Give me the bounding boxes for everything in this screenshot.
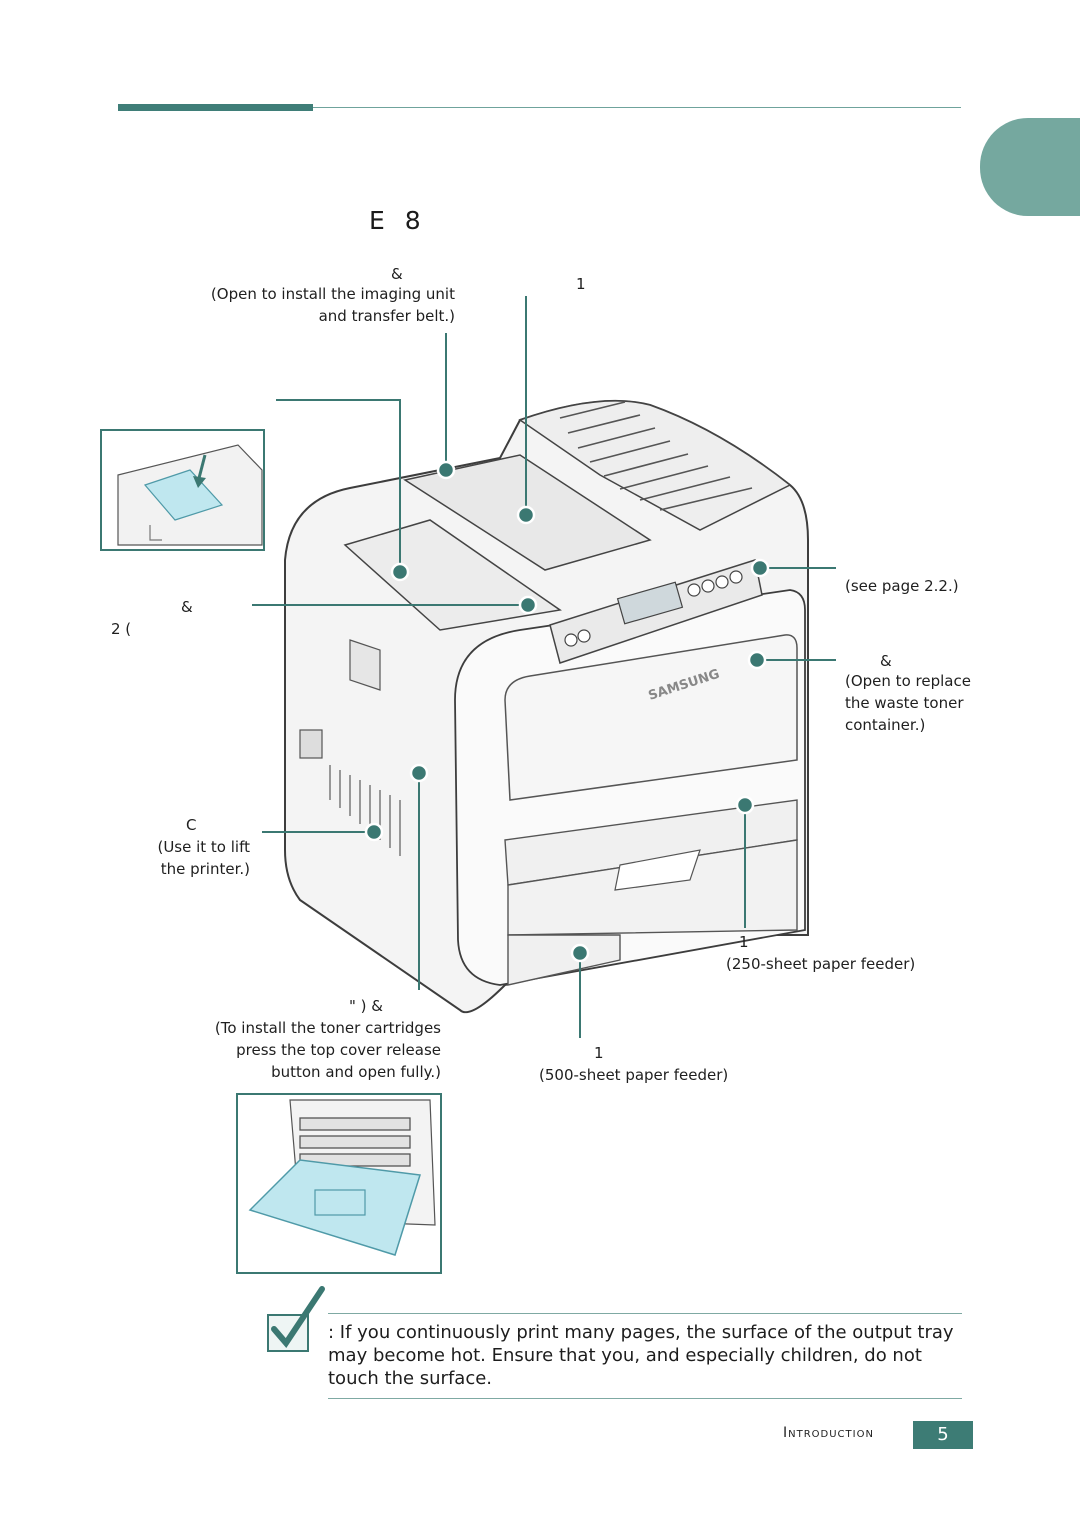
tray2-label: 1 <box>594 1044 604 1062</box>
output-tray-label: 1 <box>576 275 586 293</box>
front-cover-label: " ) & <box>349 997 383 1015</box>
checkmark-icon <box>267 1286 325 1352</box>
front-cover-desc-3: button and open fully.) <box>271 1063 441 1081</box>
front-cover-desc-1: (To install the toner cartridges <box>214 1019 441 1037</box>
tray1-desc: (250-sheet paper feeder) <box>726 955 916 973</box>
page-title: E 8 <box>369 206 427 235</box>
chapter-tab <box>980 118 1080 216</box>
right-door-desc-2: the waste toner <box>845 694 964 712</box>
note-rule-top <box>328 1313 962 1314</box>
tray2-desc: (500-sheet paper feeder) <box>539 1066 729 1084</box>
handle-label: C <box>186 816 197 834</box>
header-rule-thin <box>313 107 961 108</box>
front-cover-desc-2: press the top cover release <box>236 1041 441 1059</box>
control-panel-desc: (see page 2.2.) <box>845 577 959 595</box>
header-rule-thick <box>118 104 313 111</box>
top-cover-label: & <box>391 265 403 283</box>
page-number: 5 <box>913 1421 973 1449</box>
right-door-desc-1: (Open to replace <box>845 672 971 690</box>
right-door-desc-3: container.) <box>845 716 926 734</box>
release-button-sub: 2 ( <box>111 620 132 638</box>
release-button-label: & <box>181 598 193 616</box>
handle-desc-2: the printer.) <box>160 860 250 878</box>
footer-section: Introduction <box>783 1425 874 1441</box>
tray1-label: 1 <box>739 933 749 951</box>
handle-desc-1: (Use it to lift <box>157 838 250 856</box>
note-rule-bottom <box>328 1398 962 1399</box>
top-cover-desc-2: and transfer belt.) <box>318 307 455 325</box>
top-cover-desc-1: (Open to install the imaging unit <box>210 285 455 303</box>
note-text: : If you continuously print many pages, … <box>328 1322 954 1389</box>
right-door-label: & <box>880 652 892 670</box>
